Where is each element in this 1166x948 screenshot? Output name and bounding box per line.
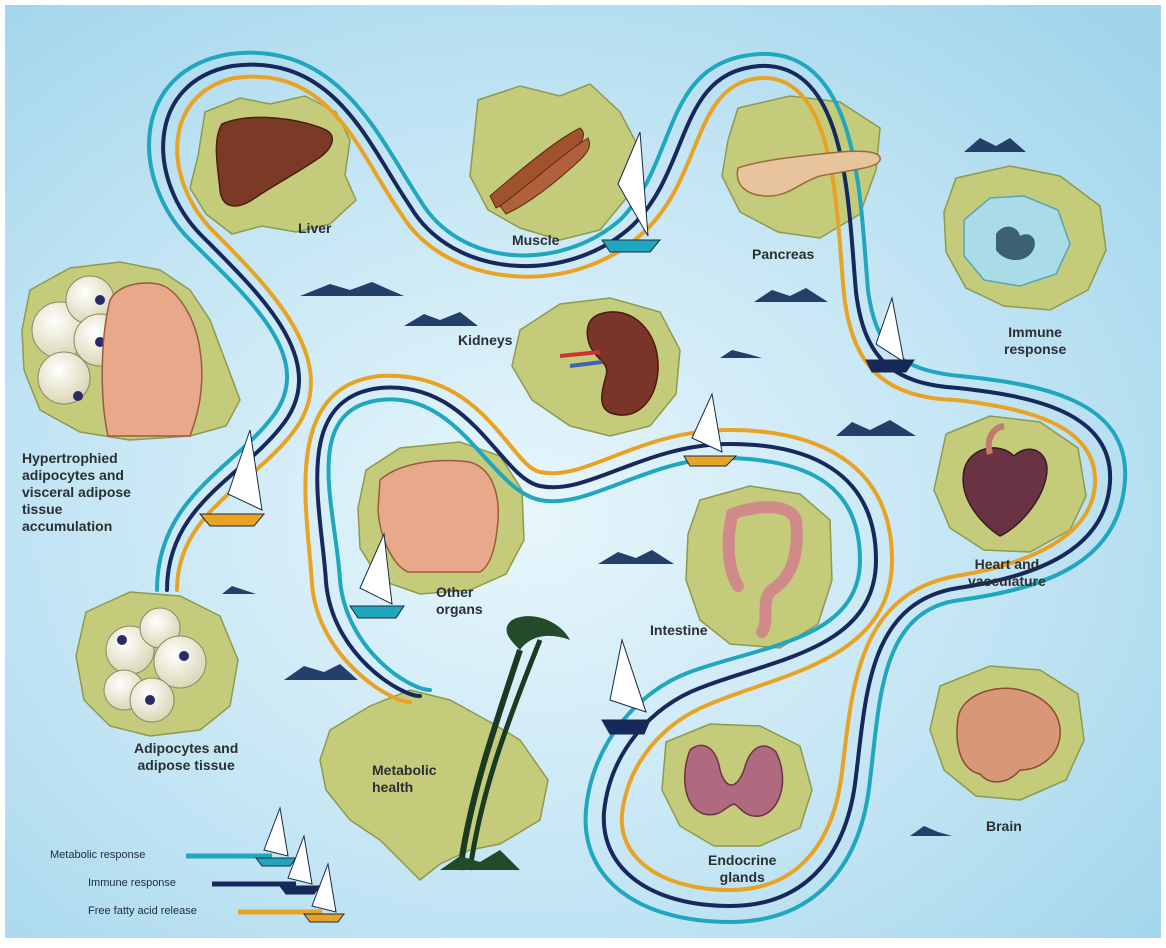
label-metabolic-health: Metabolic health <box>372 762 437 796</box>
label-other-organs: Other organs <box>436 584 483 618</box>
legend-immune-response: Immune response <box>88 877 176 889</box>
label-brain: Brain <box>986 818 1022 835</box>
label-muscle: Muscle <box>512 232 559 249</box>
torso-icon <box>378 461 498 572</box>
label-endocrine-glands: Endocrine glands <box>708 852 776 886</box>
label-hypertrophied-adipocytes: Hypertrophied adipocytes and visceral ad… <box>22 450 131 535</box>
legend-free-fatty-acid-release: Free fatty acid release <box>88 905 197 917</box>
label-immune-response: Immune response <box>1004 324 1066 358</box>
label-heart-and-vasculature: Heart and vasculature <box>968 556 1046 590</box>
label-adipocytes-and-adipose-tissue: Adipocytes and adipose tissue <box>134 740 238 774</box>
label-kidneys: Kidneys <box>458 332 512 349</box>
label-intestine: Intestine <box>650 622 708 639</box>
immune-cell-icon <box>964 196 1070 286</box>
label-pancreas: Pancreas <box>752 246 814 263</box>
legend-metabolic-response: Metabolic response <box>50 849 145 861</box>
label-liver: Liver <box>298 220 331 237</box>
